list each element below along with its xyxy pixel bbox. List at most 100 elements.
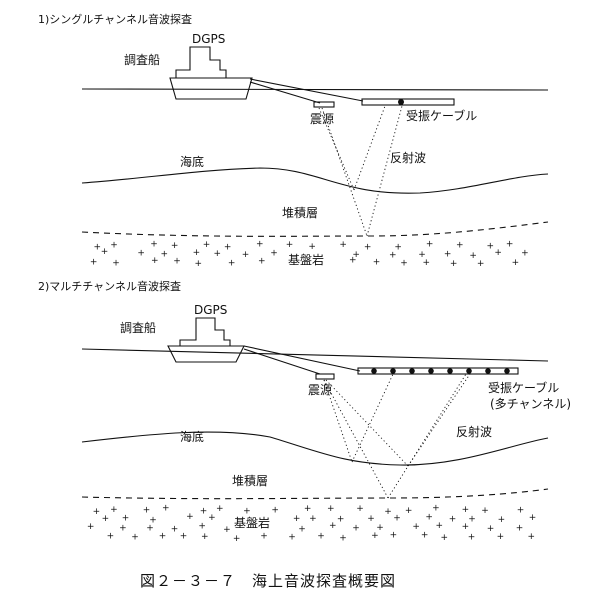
- rock-plus-mark: +: [201, 532, 209, 542]
- sea-surface-line: [81, 88, 549, 91]
- rock-plus-mark: +: [260, 532, 268, 542]
- rock-plus-mark: +: [159, 532, 167, 542]
- rock-plus-mark: +: [171, 241, 179, 251]
- rock-plus-mark: +: [449, 515, 457, 525]
- hydrophone: [428, 368, 434, 374]
- seismic-ray-paths: [323, 371, 471, 499]
- rock-plus-mark: +: [376, 523, 384, 533]
- source-tow-line: [243, 348, 321, 375]
- hydrophone: [398, 99, 404, 105]
- rock-plus-mark: +: [450, 259, 458, 269]
- rock-plus-mark: +: [339, 240, 347, 250]
- rock-plus-mark: +: [162, 504, 170, 514]
- rock-plus-mark: +: [208, 513, 216, 523]
- rock-plus-mark: +: [256, 240, 264, 250]
- hydrophone: [371, 368, 377, 374]
- rock-plus-mark: +: [421, 530, 429, 540]
- rock-plus-mark: +: [394, 242, 402, 252]
- rock-plus-mark: +: [243, 507, 251, 517]
- seabed-label: 海底: [180, 429, 204, 444]
- rock-plus-mark: +: [146, 523, 154, 533]
- rock-plus-mark: +: [349, 255, 357, 265]
- rock-plus-mark: +: [389, 251, 397, 261]
- rock-plus-mark: +: [456, 240, 464, 250]
- survey-ship: [169, 46, 253, 100]
- source-label: 震源: [310, 112, 334, 126]
- rock-plus-mark: +: [468, 533, 476, 543]
- rock-plus-mark: +: [528, 532, 536, 542]
- rock-plus-mark: +: [161, 249, 169, 259]
- sea-surface-line: [81, 348, 549, 362]
- rock-plus-mark: +: [242, 250, 250, 260]
- rock-plus-mark: +: [200, 506, 208, 516]
- rock-plus-mark: +: [506, 240, 514, 250]
- rock-plus-mark: +: [521, 248, 529, 258]
- rock-plus-mark: +: [193, 248, 201, 258]
- rock-plus-mark: +: [223, 525, 231, 535]
- hydrophone: [409, 368, 415, 374]
- rock-plus-mark: +: [512, 258, 520, 268]
- rock-plus-mark: +: [131, 533, 139, 543]
- rock-plus-mark: +: [462, 522, 470, 532]
- rock-plus-mark: +: [270, 249, 278, 259]
- rock-plus-mark: +: [119, 524, 127, 534]
- basement-boundary: [81, 221, 549, 237]
- rock-plus-mark: +: [173, 257, 181, 267]
- rock-plus-mark: +: [384, 507, 392, 517]
- rock-plus-mark: +: [143, 506, 151, 516]
- rock-plus-mark: +: [497, 532, 505, 542]
- rock-plus-mark: +: [308, 242, 316, 252]
- gps-label: DGPS: [194, 303, 227, 317]
- gps-label: DGPS: [192, 32, 225, 46]
- seabed-label: 海底: [180, 154, 204, 169]
- rock-plus-mark: +: [112, 259, 120, 269]
- rock-plus-mark: +: [529, 513, 537, 523]
- ship-superstructure: [175, 46, 227, 79]
- rock-plus-mark: +: [441, 533, 449, 543]
- rock-plus-mark: +: [432, 503, 440, 513]
- rock-plus-mark: +: [288, 533, 296, 543]
- rock-plus-mark: +: [195, 259, 203, 269]
- rock-plus-mark: +: [286, 240, 294, 250]
- rock-plus-mark: +: [367, 514, 375, 524]
- rock-plus-mark: +: [444, 249, 452, 259]
- hydrophone: [485, 368, 491, 374]
- seabed-line: [81, 167, 549, 194]
- rock-plus-mark: +: [228, 258, 236, 268]
- ship-superstructure: [179, 317, 231, 347]
- survey-ship: [167, 317, 245, 363]
- rock-plus-mark: +: [426, 240, 434, 250]
- hydrophone-array: [371, 368, 510, 374]
- rock-plus-mark: +: [517, 505, 525, 515]
- rock-plus-mark: +: [481, 506, 489, 516]
- sediment-label: 堆積層: [282, 205, 318, 220]
- ship-label: 調査船: [124, 53, 160, 67]
- rock-plus-mark: +: [151, 256, 159, 266]
- rock-plus-mark: +: [412, 522, 420, 532]
- hydrophone: [447, 368, 453, 374]
- hydrophone: [390, 368, 396, 374]
- rock-plus-mark: +: [304, 504, 312, 514]
- rock-plus-mark: +: [102, 514, 110, 524]
- rock-plus-mark: +: [364, 243, 372, 253]
- rock-plus-mark: +: [122, 514, 130, 524]
- ship-hull: [167, 345, 245, 363]
- rock-plus-mark: +: [337, 514, 345, 524]
- rock-plus-mark: +: [423, 258, 431, 268]
- receiver-cable: [361, 98, 455, 106]
- rock-plus-mark: +: [477, 259, 485, 269]
- hydrophone: [504, 368, 510, 374]
- rock-plus-mark: +: [405, 506, 413, 516]
- rock-plus-mark: +: [390, 531, 398, 541]
- panel-single-channel: 1)シングルチャンネル音波探査 DGPS 調査船 震源 受振ケーブル 反射波 海…: [38, 12, 549, 269]
- cable-tow-line: [243, 345, 361, 372]
- panel1-heading: 1)シングルチャンネル音波探査: [38, 12, 192, 26]
- rock-plus-mark: +: [418, 250, 426, 260]
- rock-plus-mark: +: [494, 248, 502, 258]
- cable-tow-line: [249, 78, 364, 102]
- panel-multi-channel: 2)マルチチャンネル音波探査 DGPS 調査船 震源 受振ケーブル (多チャンネ…: [38, 279, 571, 544]
- rock-plus-mark: +: [171, 525, 179, 535]
- rock-plus-mark: +: [293, 514, 301, 524]
- basement-rock-pattern: ++++++++++++++++++++++++++++++++++++++++…: [87, 503, 536, 543]
- figure-caption: 図２－３－７ 海上音波探査概要図: [140, 572, 396, 590]
